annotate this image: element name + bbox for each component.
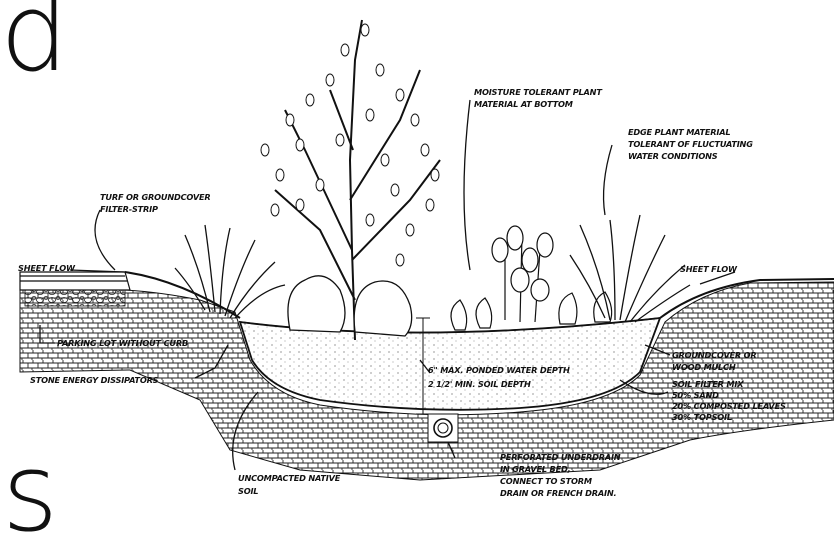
label-soil-mix-line3: 20% COMPOSTED LEAVES	[672, 401, 786, 411]
label-underdrain-line1: PERFORATED UNDERDRAIN	[500, 452, 621, 462]
section-drawing: MOISTURE TOLERANT PLANT MATERIAL AT BOTT…	[0, 0, 834, 509]
grass-illustration-right	[570, 215, 690, 322]
label-parking-lot: PARKING LOT WITHOUT CURB	[57, 338, 188, 348]
label-edge-plant-line2: TOLERANT OF FLUCTUATING	[628, 139, 753, 149]
label-soil-mix-line2: 50% SAND	[672, 390, 719, 400]
label-underdrain-line3: CONNECT TO STORM	[500, 476, 592, 486]
label-edge-plant-line3: WATER CONDITIONS	[628, 151, 718, 161]
label-stone-dissipators: STONE ENERGY DISSIPATORS	[30, 375, 159, 385]
bioretention-diagram: d s	[0, 0, 834, 509]
label-soil-mix-line1: SOIL FILTER MIX	[672, 379, 744, 389]
label-soil-mix-line4: 30% TOPSOIL	[672, 412, 732, 422]
soil-filter-basin	[240, 318, 660, 410]
label-turf-strip-line2: FILTER-STRIP	[100, 204, 158, 214]
label-edge-plant-line1: EDGE PLANT MATERIAL	[628, 127, 730, 137]
underdrain-pipe	[428, 414, 458, 442]
label-soil-depth: 2 1/2' MIN. SOIL DEPTH	[428, 379, 531, 389]
label-groundcover-line1: GROUNDCOVER OR	[672, 350, 757, 360]
label-moisture-tolerant-line1: MOISTURE TOLERANT PLANT	[474, 87, 603, 97]
shrub-illustration	[288, 276, 412, 336]
label-moisture-tolerant-line2: MATERIAL AT BOTTOM	[474, 99, 573, 109]
label-groundcover-line2: WOOD MULCH	[672, 362, 736, 372]
label-turf-strip-line1: TURF OR GROUNDCOVER	[100, 192, 211, 202]
parking-lot	[20, 272, 130, 306]
label-underdrain-line4: DRAIN OR FRENCH DRAIN.	[500, 488, 616, 498]
label-native-soil-line2: SOIL	[238, 486, 258, 496]
label-sheet-flow-right: SHEET FLOW	[680, 264, 738, 274]
label-sheet-flow-left: SHEET FLOW	[18, 263, 76, 273]
label-underdrain-line2: IN GRAVEL BED,	[500, 464, 571, 474]
label-native-soil-line1: UNCOMPACTED NATIVE	[238, 473, 341, 483]
label-ponded-depth: 6" MAX. PONDED WATER DEPTH	[428, 365, 570, 375]
